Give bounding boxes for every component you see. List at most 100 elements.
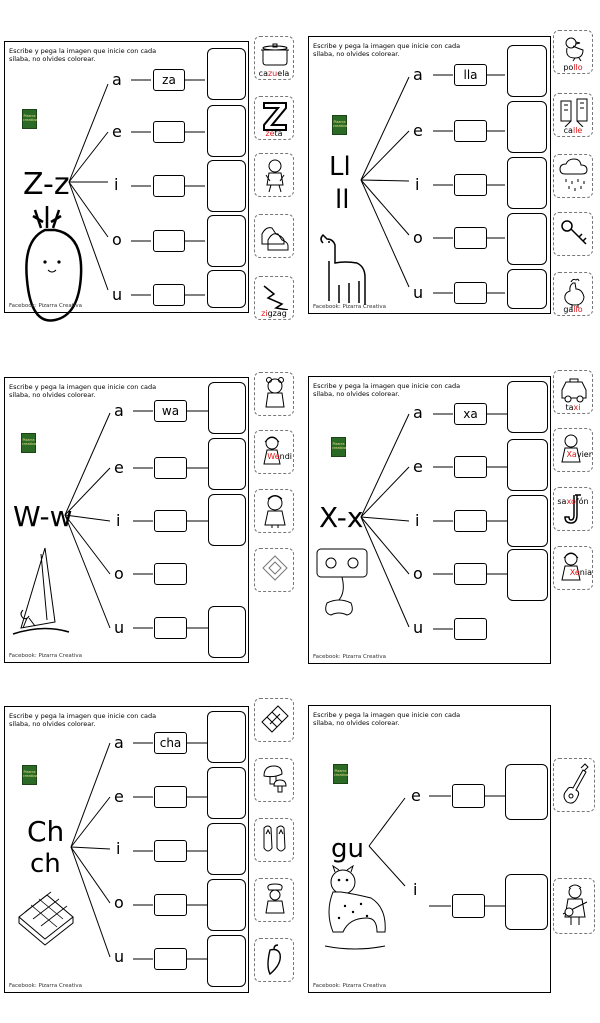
vowel-e: e: [114, 458, 124, 477]
picture-paste-box[interactable]: [507, 495, 548, 547]
picture-caption: pollo: [563, 63, 583, 72]
syllable-answer-box[interactable]: [153, 230, 185, 252]
picture-paste-box[interactable]: [208, 494, 246, 546]
picture-tile[interactable]: Xenia: [553, 546, 593, 590]
syllable-answer-box[interactable]: [454, 563, 487, 585]
syllable-answer-box[interactable]: [454, 282, 487, 304]
picture-paste-box[interactable]: [207, 711, 246, 763]
syllable-answer-box[interactable]: [154, 457, 187, 479]
picture-tile[interactable]: taxi: [553, 370, 593, 414]
picture-paste-box[interactable]: [208, 606, 246, 658]
vowel-i: i: [415, 175, 420, 194]
picture-tile[interactable]: cazuela: [254, 36, 294, 80]
vowel-i: i: [116, 511, 121, 530]
worksheet-card-gu: Escribe y pega la imagen que inicie con …: [308, 705, 551, 993]
syllable-answer-box[interactable]: [454, 227, 487, 249]
picture-paste-box[interactable]: [507, 213, 547, 265]
syllable-answer-box[interactable]: [154, 510, 187, 532]
vowel-o: o: [413, 564, 423, 583]
worksheet-card-w: Escribe y pega la imagen que inicie con …: [4, 377, 249, 663]
picture-tile[interactable]: [254, 758, 294, 802]
worksheet-card-x: Escribe y pega la imagen que inicie con …: [308, 376, 551, 664]
syllable-answer-box[interactable]: [154, 840, 187, 862]
picture-tile[interactable]: [254, 489, 294, 533]
footer-credit: Facebook: Pizarra Creativa: [9, 303, 83, 309]
picture-paste-box[interactable]: [507, 45, 547, 97]
syllable-answer-box[interactable]: [154, 563, 187, 585]
syllable-title: W-w: [13, 500, 73, 533]
syllable-answer-box[interactable]: [154, 786, 187, 808]
syllable-answer-box[interactable]: [454, 456, 487, 478]
picture-tile[interactable]: saxofón: [553, 487, 593, 531]
syllable-title: Ch: [27, 815, 65, 848]
syllable-answer-box[interactable]: za: [153, 69, 185, 91]
syllable-answer-box[interactable]: [454, 174, 487, 196]
picture-paste-box[interactable]: [507, 439, 548, 491]
picture-paste-box[interactable]: [507, 101, 547, 153]
syllable-answer-box[interactable]: wa: [154, 400, 187, 422]
picture-paste-box[interactable]: [208, 382, 246, 434]
picture-tile[interactable]: [254, 548, 294, 592]
picture-tile[interactable]: [254, 938, 294, 982]
picture-tile[interactable]: [254, 372, 294, 416]
picture-paste-box[interactable]: [505, 764, 548, 820]
syllable-answer-box[interactable]: [154, 894, 187, 916]
picture-tile[interactable]: [254, 214, 294, 258]
picture-paste-box[interactable]: [207, 879, 246, 931]
syllable-answer-box[interactable]: cha: [154, 732, 187, 754]
picture-tile[interactable]: pollo: [553, 30, 593, 74]
picture-tile[interactable]: [553, 154, 593, 198]
syllable-answer-box[interactable]: lla: [454, 64, 487, 86]
syllable-answer-box[interactable]: [452, 784, 485, 808]
picture-tile[interactable]: [553, 878, 595, 934]
syllable-answer-box[interactable]: [153, 175, 185, 197]
branch-lines: [360, 413, 507, 630]
syllable-answer-box[interactable]: [452, 894, 485, 918]
picture-paste-box[interactable]: [207, 935, 246, 987]
picture-paste-box[interactable]: [207, 48, 246, 100]
syllable-answer-box[interactable]: xa: [454, 403, 487, 425]
picture-tile[interactable]: [254, 878, 294, 922]
letter-z-icon: [263, 102, 287, 131]
picture-tile[interactable]: zeta: [254, 96, 294, 140]
picture-tile[interactable]: zigzag: [254, 276, 294, 320]
picture-tile[interactable]: [254, 698, 294, 742]
worksheet-card-ll: Escribe y pega la imagen que inicie con …: [308, 36, 551, 314]
guitarist-icon: [562, 884, 588, 925]
picture-tile[interactable]: gallo: [553, 272, 593, 316]
llama-icon: [320, 233, 366, 305]
instruction-text: Escribe y pega la imagen que inicie con …: [313, 711, 461, 727]
picture-paste-box[interactable]: [507, 157, 547, 209]
picture-paste-box[interactable]: [507, 269, 547, 309]
picture-paste-box[interactable]: [207, 823, 246, 875]
picture-paste-box[interactable]: [507, 381, 548, 433]
mushrooms-icon: [263, 765, 287, 793]
picture-paste-box[interactable]: [207, 270, 246, 308]
syllable-answer-box[interactable]: [153, 121, 185, 143]
syllable-answer-box[interactable]: [154, 617, 187, 639]
picture-paste-box[interactable]: [208, 438, 246, 490]
syllable-answer-box[interactable]: [154, 948, 187, 970]
saxophone-icon: [564, 494, 581, 524]
vowel-a: a: [114, 401, 124, 420]
picture-tile[interactable]: [254, 818, 294, 862]
picture-tile[interactable]: Xavier: [553, 428, 593, 472]
vowel-a: a: [114, 733, 124, 752]
picture-tile[interactable]: Wendi: [254, 430, 294, 474]
syllable-title: gu: [331, 834, 364, 864]
picture-paste-box[interactable]: [207, 767, 246, 819]
picture-paste-box[interactable]: [207, 105, 246, 157]
picture-paste-box[interactable]: [207, 215, 246, 267]
vowel-o: o: [112, 230, 122, 249]
picture-tile[interactable]: [553, 758, 595, 812]
syllable-answer-box[interactable]: [454, 120, 487, 142]
picture-tile[interactable]: calle: [553, 93, 593, 137]
picture-tile[interactable]: [553, 212, 593, 256]
picture-paste-box[interactable]: [207, 160, 246, 212]
picture-paste-box[interactable]: [505, 874, 548, 930]
syllable-answer-box[interactable]: [153, 284, 185, 306]
syllable-answer-box[interactable]: [454, 618, 487, 640]
picture-paste-box[interactable]: [507, 549, 548, 601]
syllable-answer-box[interactable]: [454, 510, 487, 532]
picture-tile[interactable]: [254, 153, 294, 197]
